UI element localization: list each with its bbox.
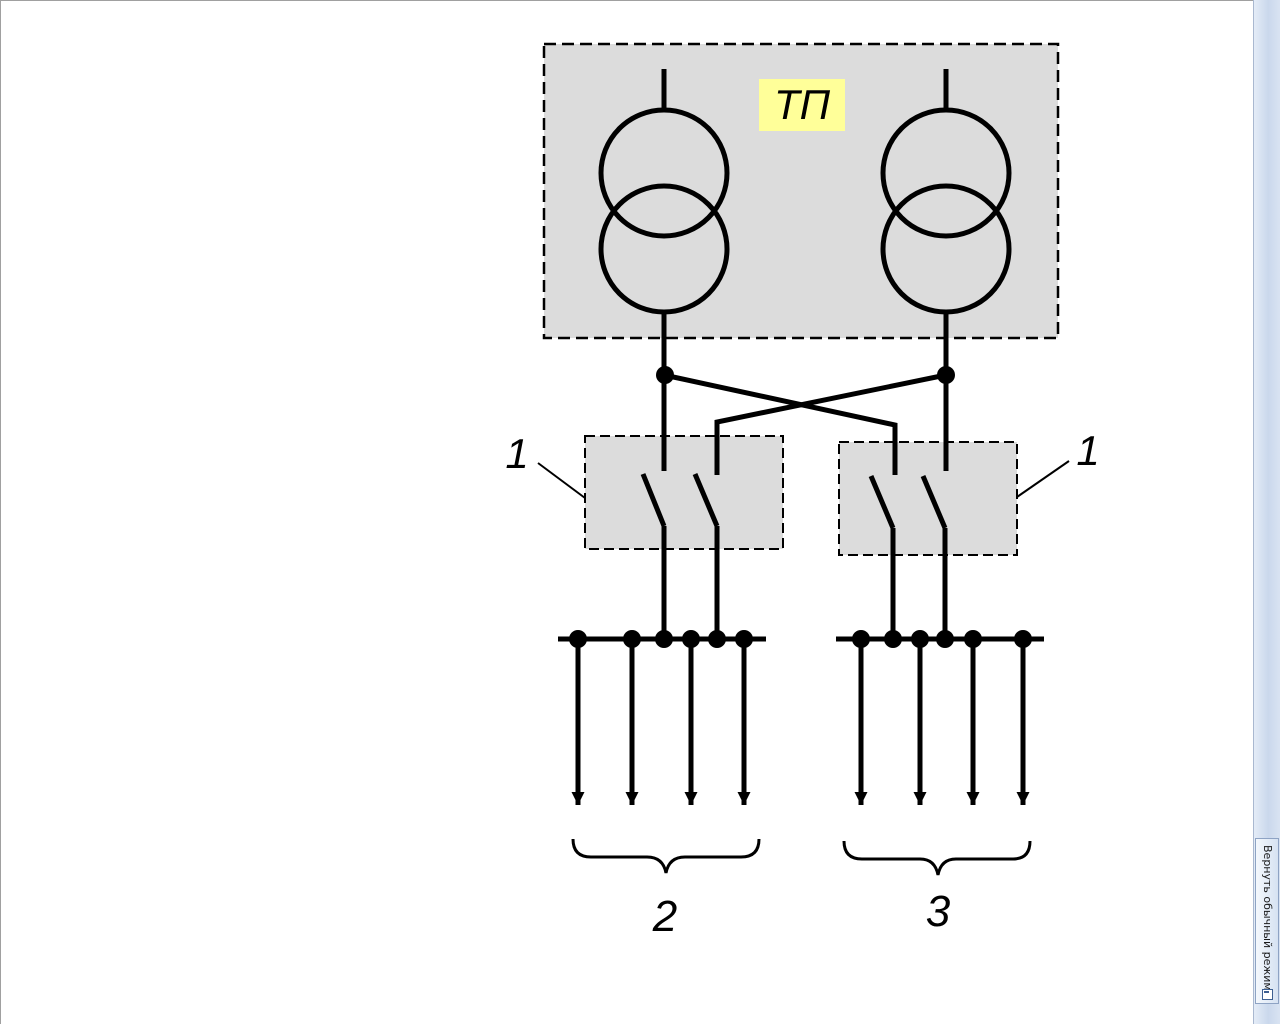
power-supply-diagram: ТП — [505, 42, 1100, 941]
consumer-group-label-left: 2 — [652, 892, 677, 941]
restore-normal-mode-label: Вернуть обычный режим — [1261, 845, 1274, 991]
brace-right — [842, 840, 1032, 876]
slide-viewport: ТП — [0, 0, 1253, 1024]
feeders-left — [571, 641, 751, 805]
busbar-junctions — [569, 366, 1032, 648]
switchgear-label-left: 1 — [505, 430, 528, 477]
leader-line-left — [537, 462, 586, 499]
transformer-1 — [598, 69, 730, 375]
transformer-2 — [880, 69, 1012, 375]
leader-line-right — [1016, 460, 1070, 498]
restore-normal-mode-button[interactable]: Вернуть обычный режим — [1255, 838, 1279, 1004]
brace-left — [571, 838, 761, 874]
restore-window-icon — [1262, 989, 1273, 1000]
wiring — [661, 372, 949, 475]
consumer-group-label-right: 3 — [926, 887, 951, 936]
switchgear-box-left — [584, 435, 784, 550]
switches — [640, 473, 948, 641]
switchgear-label-right: 1 — [1076, 427, 1099, 474]
substation-label: ТП — [774, 81, 831, 128]
substation-label-highlight — [759, 79, 845, 131]
switchgear-box-right — [838, 441, 1018, 556]
feeders-right — [854, 641, 1030, 805]
